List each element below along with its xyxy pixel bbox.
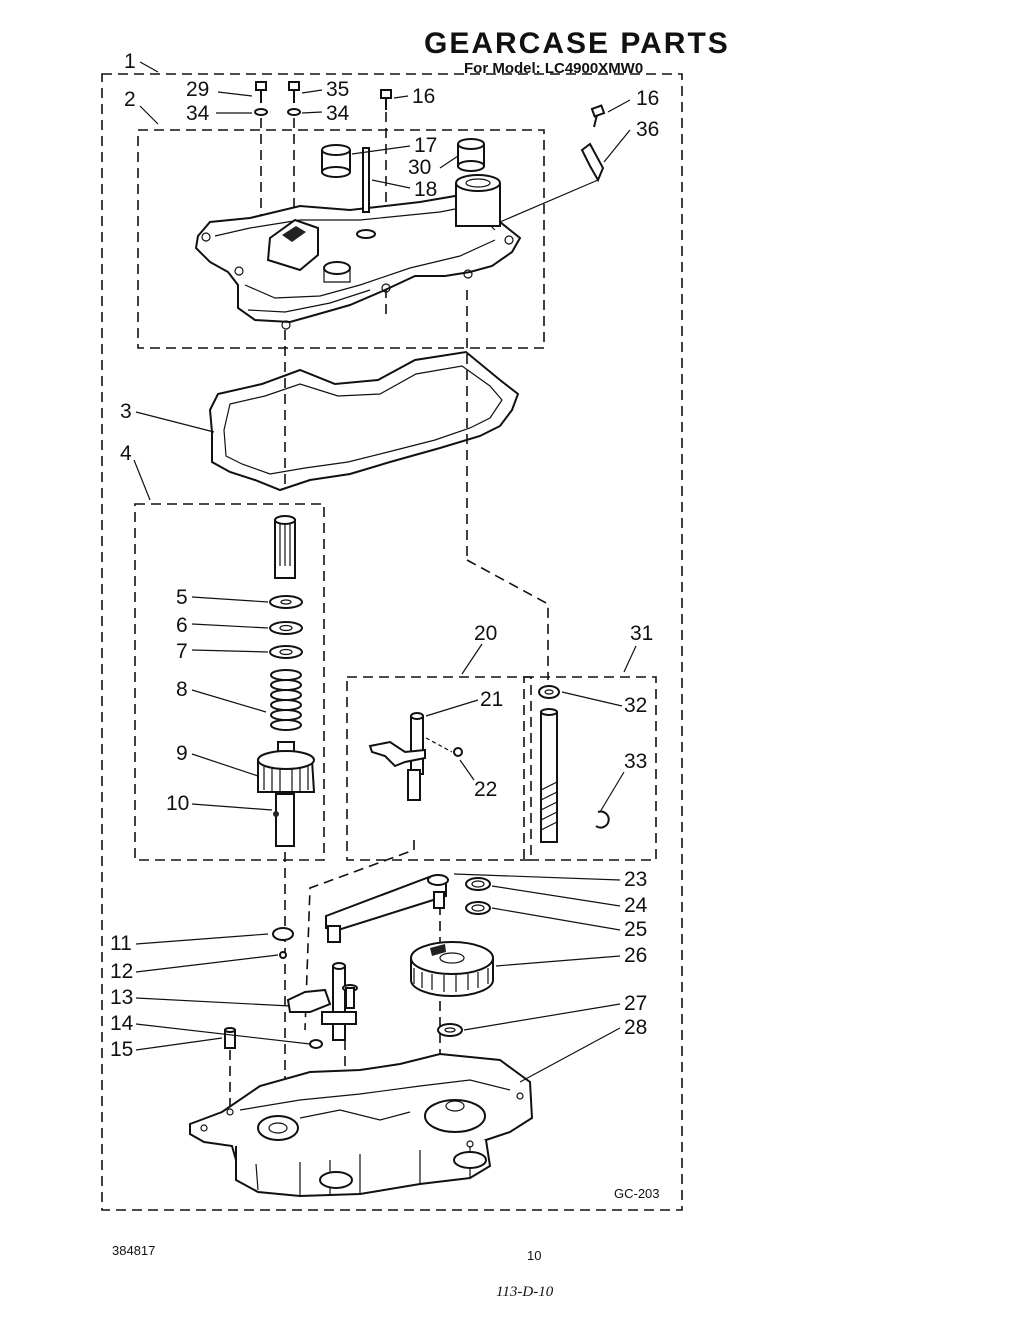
callout-14: 14 (110, 1012, 134, 1035)
callout-16-right: 16 (636, 87, 659, 110)
washer-11 (272, 927, 294, 941)
washer-5 (269, 595, 303, 609)
spring-8 (270, 669, 302, 731)
callout-7: 7 (176, 640, 188, 663)
callout-10: 10 (166, 792, 189, 815)
leader-lines (133, 61, 637, 1083)
washer-6 (269, 621, 303, 635)
callout-27: 27 (624, 992, 647, 1015)
retaining-ring-33 (595, 810, 610, 829)
callout-18: 18 (414, 178, 437, 201)
washer-32 (538, 685, 560, 699)
callout-4: 4 (120, 442, 132, 465)
splined-shaft (274, 515, 296, 579)
callout-1: 1 (124, 50, 136, 73)
washer-24 (465, 877, 491, 891)
callout-31: 31 (630, 622, 653, 645)
pinion-gear-9 (257, 741, 316, 793)
cover-assembly-box (137, 129, 545, 349)
callout-33: 33 (624, 750, 647, 773)
callout-2: 2 (124, 88, 136, 111)
shift-fork-20 (368, 712, 426, 801)
callout-6: 6 (176, 614, 188, 637)
callout-24: 24 (624, 894, 648, 917)
callout-30: 30 (408, 156, 431, 179)
callout-13: 13 (110, 986, 133, 1009)
screw-35 (287, 81, 301, 116)
callout-20: 20 (474, 622, 497, 645)
callout-29: 29 (186, 78, 209, 101)
model-line: For Model: LC4900XMW0 (464, 60, 643, 77)
callout-15: 15 (110, 1038, 133, 1061)
callout-35: 35 (326, 78, 349, 101)
callout-34-left: 34 (186, 102, 210, 125)
callout-12: 12 (110, 960, 133, 983)
screw-29 (254, 81, 268, 116)
callout-3: 3 (120, 400, 132, 423)
callout-16-left: 16 (412, 85, 435, 108)
clip-36 (580, 142, 605, 183)
shift-lever-13 (286, 962, 358, 1041)
washer-25 (465, 901, 491, 915)
bushing-30 (457, 138, 485, 172)
callout-25: 25 (624, 918, 647, 941)
callout-11: 11 (110, 932, 132, 955)
page-number: 10 (527, 1248, 541, 1263)
shift-fork-assembly-box (346, 676, 532, 861)
drive-link-23 (325, 874, 449, 943)
screw-16-right (590, 104, 606, 128)
pinion-assembly-box (134, 503, 325, 861)
gasket (208, 350, 520, 492)
callout-36: 36 (636, 118, 659, 141)
screw-16-left (380, 89, 392, 110)
document-number: 384817 (112, 1243, 155, 1258)
worm-shaft (540, 708, 558, 843)
handwritten-note: 113-D-10 (496, 1284, 554, 1300)
callout-32: 32 (624, 694, 647, 717)
worm-shaft-assembly-box (523, 676, 657, 861)
diagram-title: GEARCASE PARTS (424, 27, 730, 60)
ball-22 (453, 747, 463, 757)
callout-28: 28 (624, 1016, 647, 1039)
assembly-frame (101, 73, 683, 1211)
callout-34-right: 34 (326, 102, 350, 125)
callout-26: 26 (624, 944, 647, 967)
callout-23: 23 (624, 868, 647, 891)
gearcase-base-28 (189, 1052, 534, 1198)
washer-14 (309, 1039, 323, 1049)
callout-21: 21 (480, 688, 503, 711)
pin-18 (362, 147, 370, 213)
bushing-17 (321, 144, 351, 178)
callout-17: 17 (414, 134, 437, 157)
pin-15 (224, 1027, 236, 1049)
washer-7 (269, 645, 303, 659)
shaft-10 (273, 793, 295, 847)
callout-22: 22 (474, 778, 497, 801)
callout-8: 8 (176, 678, 188, 701)
washer-27 (437, 1023, 463, 1037)
diagram-code: GC-203 (614, 1186, 660, 1201)
gearcase-cover (194, 174, 522, 330)
callout-5: 5 (176, 586, 188, 609)
callout-9: 9 (176, 742, 188, 765)
main-gear-26 (410, 941, 494, 997)
ball-12 (279, 951, 287, 959)
